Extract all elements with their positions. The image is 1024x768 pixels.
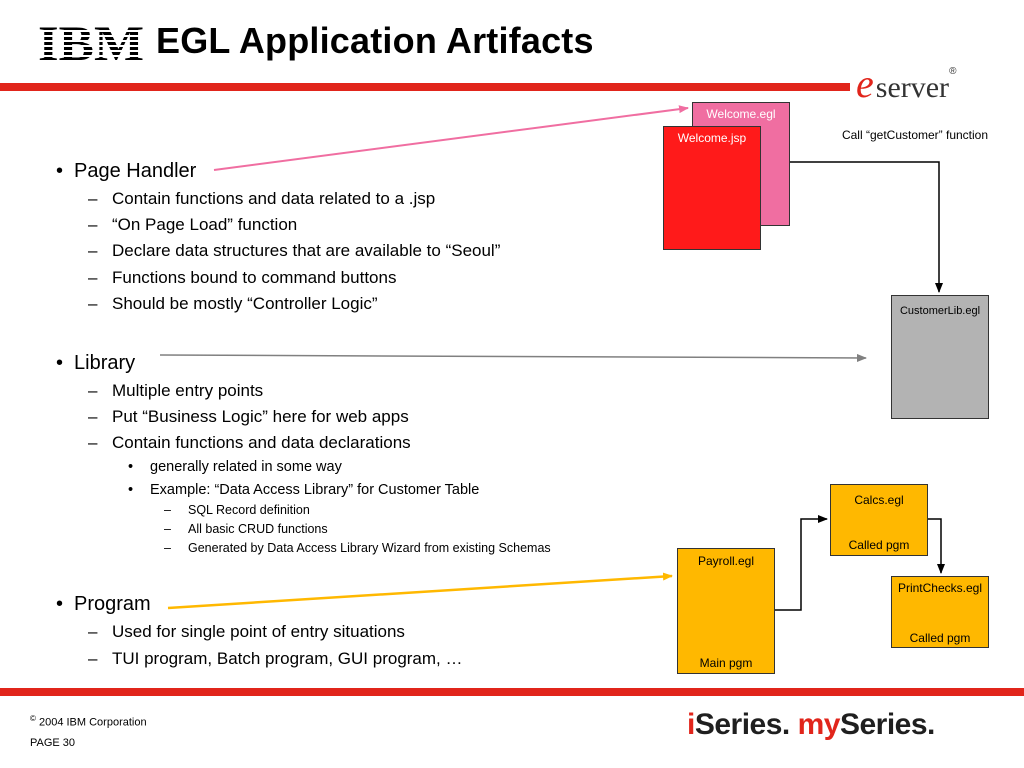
call-connector [790,161,943,293]
payroll-calcs-connector [775,515,828,611]
calcs-printchecks-connector [928,518,945,574]
bullet-label: Library [74,352,136,374]
sub-bullet: –Multiple entry points [88,381,264,400]
program-arrow [167,572,673,610]
bullet-label: Program [74,593,151,615]
eserver-reg: ® [949,66,957,77]
detail-bullet: –Generated by Data Access Library Wizard… [164,541,551,555]
sub-bullet: –Functions bound to command buttons [88,268,397,287]
customerlib-box: CustomerLib.egl [891,295,989,419]
box-sublabel: Main pgm [699,656,753,670]
sub-sub-bullet: •generally related in some way [128,459,342,475]
footer-rule [0,688,1024,696]
eserver-logo: eserver® [856,64,957,105]
calcs-box: Calcs.egl Called pgm [830,484,928,556]
sub-bullet: –Put “Business Logic” here for web apps [88,407,409,426]
box-sublabel: Called pgm [848,538,910,552]
sub-bullet: –TUI program, Batch program, GUI program… [88,649,463,668]
iseries-brand: iSeries. mySeries. [687,708,935,741]
box-sublabel: Called pgm [909,631,971,645]
sub-bullet: –Contain functions and data related to a… [88,189,436,208]
call-note: Call “getCustomer” function [841,128,989,142]
page-handler-arrow [213,105,689,171]
box-label: Calcs.egl [854,493,904,507]
sub-bullet: –“On Page Load” function [88,215,298,234]
bullet-library: •Library [56,352,136,374]
sub-bullet: –Should be mostly “Controller Logic” [88,294,378,313]
detail-bullet: –All basic CRUD functions [164,522,328,536]
page-number: PAGE 30 [30,737,76,749]
eserver-e: e [856,61,874,106]
library-arrow [159,353,867,362]
eserver-text: server [875,71,950,104]
sub-bullet: –Declare data structures that are availa… [88,241,501,260]
sub-bullet: –Contain functions and data declarations [88,433,411,452]
payroll-box: Payroll.egl Main pgm [677,548,775,674]
bullet-label: Page Handler [74,160,197,182]
box-label: Welcome.egl [706,107,776,121]
slide-title: EGL Application Artifacts [156,20,594,61]
detail-bullet: –SQL Record definition [164,503,310,517]
box-label: Payroll.egl [697,554,755,568]
ibm-logo: IBM [38,22,144,60]
bullet-program: •Program [56,593,151,615]
box-label: CustomerLib.egl [899,305,981,317]
copyright: © 2004 IBM Corporation [30,714,147,729]
sub-sub-bullet: •Example: “Data Access Library” for Cust… [128,482,480,498]
bullet-page-handler: •Page Handler [56,160,197,182]
welcome-jsp-box: Welcome.jsp [663,126,761,250]
box-label: Welcome.jsp [677,131,747,145]
printchecks-box: PrintChecks.egl Called pgm [891,576,989,648]
sub-bullet: –Used for single point of entry situatio… [88,622,405,641]
box-label: PrintChecks.egl [897,581,983,595]
header-rule [0,83,850,91]
